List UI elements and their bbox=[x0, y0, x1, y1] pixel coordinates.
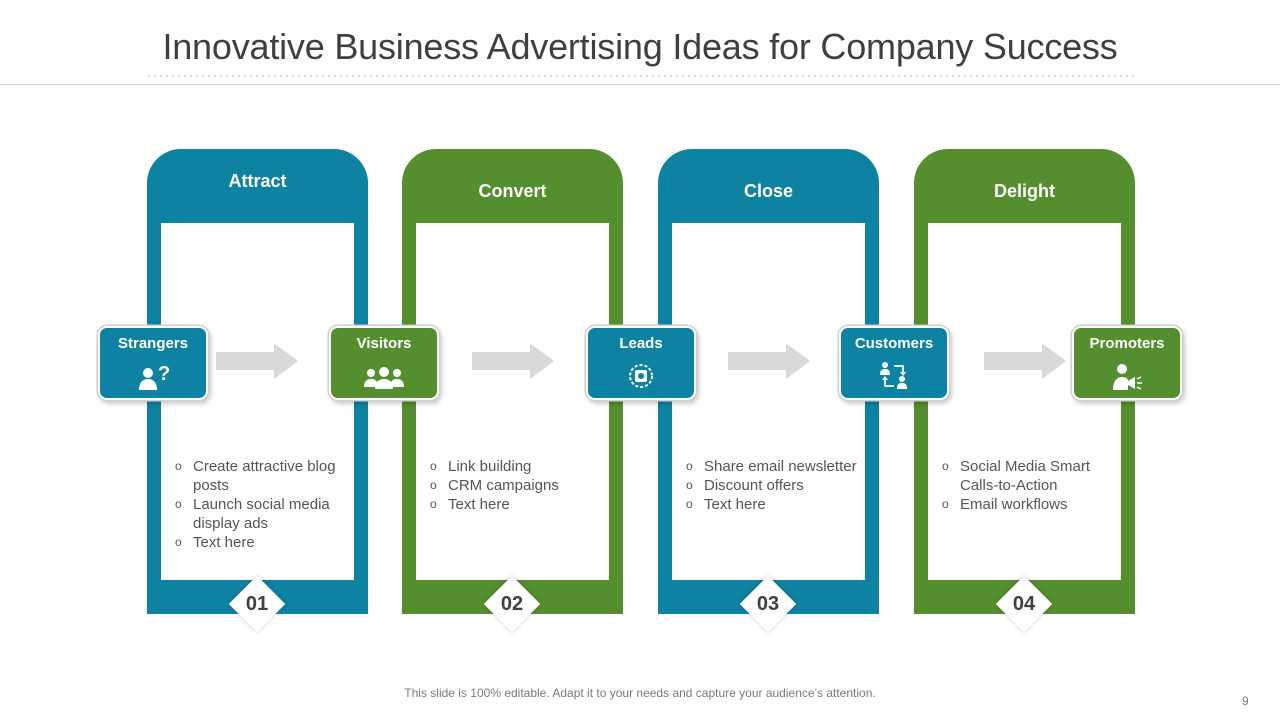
bullet-list: Create attractive blog posts Launch soci… bbox=[175, 457, 351, 552]
bullet-item: CRM campaigns bbox=[430, 476, 606, 495]
bullet-item: Text here bbox=[175, 533, 351, 552]
person-question-icon: ? bbox=[139, 363, 170, 390]
stage-customers: Customers bbox=[839, 326, 949, 400]
bullet-list: Share email newsletter Discount offers T… bbox=[686, 457, 862, 514]
stage-visitors: Visitors bbox=[329, 326, 439, 400]
bullet-item: Text here bbox=[686, 495, 862, 514]
column-panel: Create attractive blog posts Launch soci… bbox=[161, 223, 354, 580]
stage-label: Leads bbox=[619, 335, 663, 352]
bullet-item: Text here bbox=[430, 495, 606, 514]
right-arrow-icon bbox=[472, 343, 554, 379]
bullet-list: Social Media Smart Calls-to-Action Email… bbox=[942, 457, 1118, 514]
stage-label: Promoters bbox=[1089, 335, 1165, 352]
column-panel: Link building CRM campaigns Text here bbox=[416, 223, 609, 580]
column-heading: Delight bbox=[994, 181, 1055, 201]
footer-note: This slide is 100% editable. Adapt it to… bbox=[404, 686, 876, 700]
person-megaphone-icon bbox=[1113, 364, 1142, 390]
step-number: 01 bbox=[245, 593, 269, 615]
target-chip-icon bbox=[629, 364, 653, 388]
stage-leads: Leads bbox=[586, 326, 696, 400]
column-heading: Close bbox=[743, 181, 794, 201]
step-number: 04 bbox=[1012, 593, 1036, 615]
title-dotted-divider bbox=[146, 74, 1134, 78]
svg-text:?: ? bbox=[158, 363, 170, 385]
bullet-item: Discount offers bbox=[686, 476, 862, 495]
group-people-icon bbox=[364, 367, 404, 389]
column-panel: Share email newsletter Discount offers T… bbox=[672, 223, 865, 580]
right-arrow-icon bbox=[984, 343, 1066, 379]
right-arrow-icon bbox=[216, 343, 298, 379]
stage-label: Strangers bbox=[117, 335, 189, 352]
title-divider bbox=[0, 84, 1280, 85]
column-heading: Attract bbox=[228, 171, 287, 191]
bullet-item: Link building bbox=[430, 457, 606, 476]
column-panel: Social Media Smart Calls-to-Action Email… bbox=[928, 223, 1121, 580]
people-exchange-icon bbox=[880, 362, 907, 389]
column-heading: Convert bbox=[478, 181, 547, 201]
page-number: 9 bbox=[1242, 694, 1249, 708]
bullet-item: Social Media Smart Calls-to-Action bbox=[942, 457, 1118, 495]
stage-promoters: Promoters bbox=[1072, 326, 1182, 400]
bullet-item: Create attractive blog posts bbox=[175, 457, 351, 495]
stage-label: Visitors bbox=[356, 335, 412, 352]
bullet-item: Launch social media display ads bbox=[175, 495, 351, 533]
step-number: 03 bbox=[756, 593, 780, 615]
bullet-item: Share email newsletter bbox=[686, 457, 862, 476]
bullet-item: Email workflows bbox=[942, 495, 1118, 514]
slide-title: Innovative Business Advertising Ideas fo… bbox=[162, 26, 1118, 67]
stage-label: Customers bbox=[854, 335, 934, 352]
stage-strangers: Strangers ? bbox=[98, 326, 208, 400]
step-number: 02 bbox=[500, 593, 524, 615]
bullet-list: Link building CRM campaigns Text here bbox=[430, 457, 606, 514]
right-arrow-icon bbox=[728, 343, 810, 379]
